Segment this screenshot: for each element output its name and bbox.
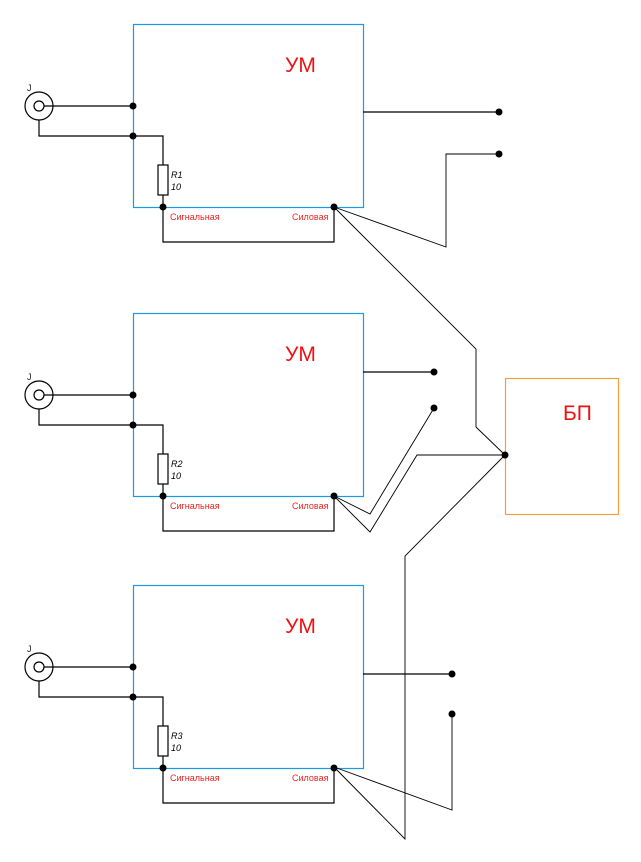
resistor-value: 10 (171, 743, 181, 753)
output-terminal-1[interactable] (448, 670, 456, 678)
input-node[interactable] (129, 102, 137, 110)
amplifier-title: УМ (285, 615, 316, 638)
resistor-icon[interactable] (157, 725, 169, 757)
resistor-name: R2 (171, 459, 183, 469)
input-node[interactable] (129, 391, 137, 399)
resistor-value: 10 (171, 182, 181, 192)
power-port-label: Силовая (292, 212, 329, 222)
power-wiring (333, 206, 506, 841)
signal-port-label: Сигнальная (170, 212, 220, 222)
ground-wire (38, 120, 164, 165)
output-return-wire (333, 407, 435, 515)
resistor-icon[interactable] (157, 164, 169, 196)
amplifier-title: УМ (285, 54, 316, 77)
ground-loop-wire (162, 768, 335, 804)
power-port-label: Силовая (292, 773, 329, 783)
ground-node[interactable] (129, 132, 137, 140)
jack-label: J (27, 83, 32, 93)
amplifier-border (132, 584, 365, 770)
wire-psu-to-amp3 (333, 454, 506, 841)
jack-label: J (27, 644, 32, 654)
ground-loop-wire (162, 496, 335, 532)
resistor-name: R1 (171, 170, 183, 180)
output-terminal-1[interactable] (495, 108, 503, 116)
power-port-label: Силовая (292, 501, 329, 511)
power-supply-block[interactable]: БП (501, 377, 620, 516)
ground-wire (38, 409, 164, 454)
resistor-name: R3 (171, 731, 183, 741)
ground-wire (38, 681, 164, 726)
ground-loop-wire (162, 207, 335, 243)
output-terminal-1[interactable] (430, 368, 438, 376)
wire-psu-to-amp2 (333, 454, 505, 533)
ground-node[interactable] (129, 421, 137, 429)
output-return-wire (333, 153, 499, 248)
power-supply-border (504, 377, 620, 516)
wire-amp1-to-psu (333, 206, 506, 456)
amplifier-title: УМ (285, 343, 316, 366)
signal-port-label: Сигнальная (170, 501, 220, 511)
amplifier-border (132, 23, 365, 209)
power-supply-title: БП (563, 402, 592, 425)
resistor-icon[interactable] (157, 453, 169, 485)
signal-port-label: Сигнальная (170, 773, 220, 783)
ground-node[interactable] (129, 693, 137, 701)
resistor-value: 10 (171, 471, 181, 481)
output-return-wire (333, 714, 453, 811)
amplifier-border (132, 312, 365, 498)
jack-label: J (27, 372, 32, 382)
input-node[interactable] (129, 663, 137, 671)
